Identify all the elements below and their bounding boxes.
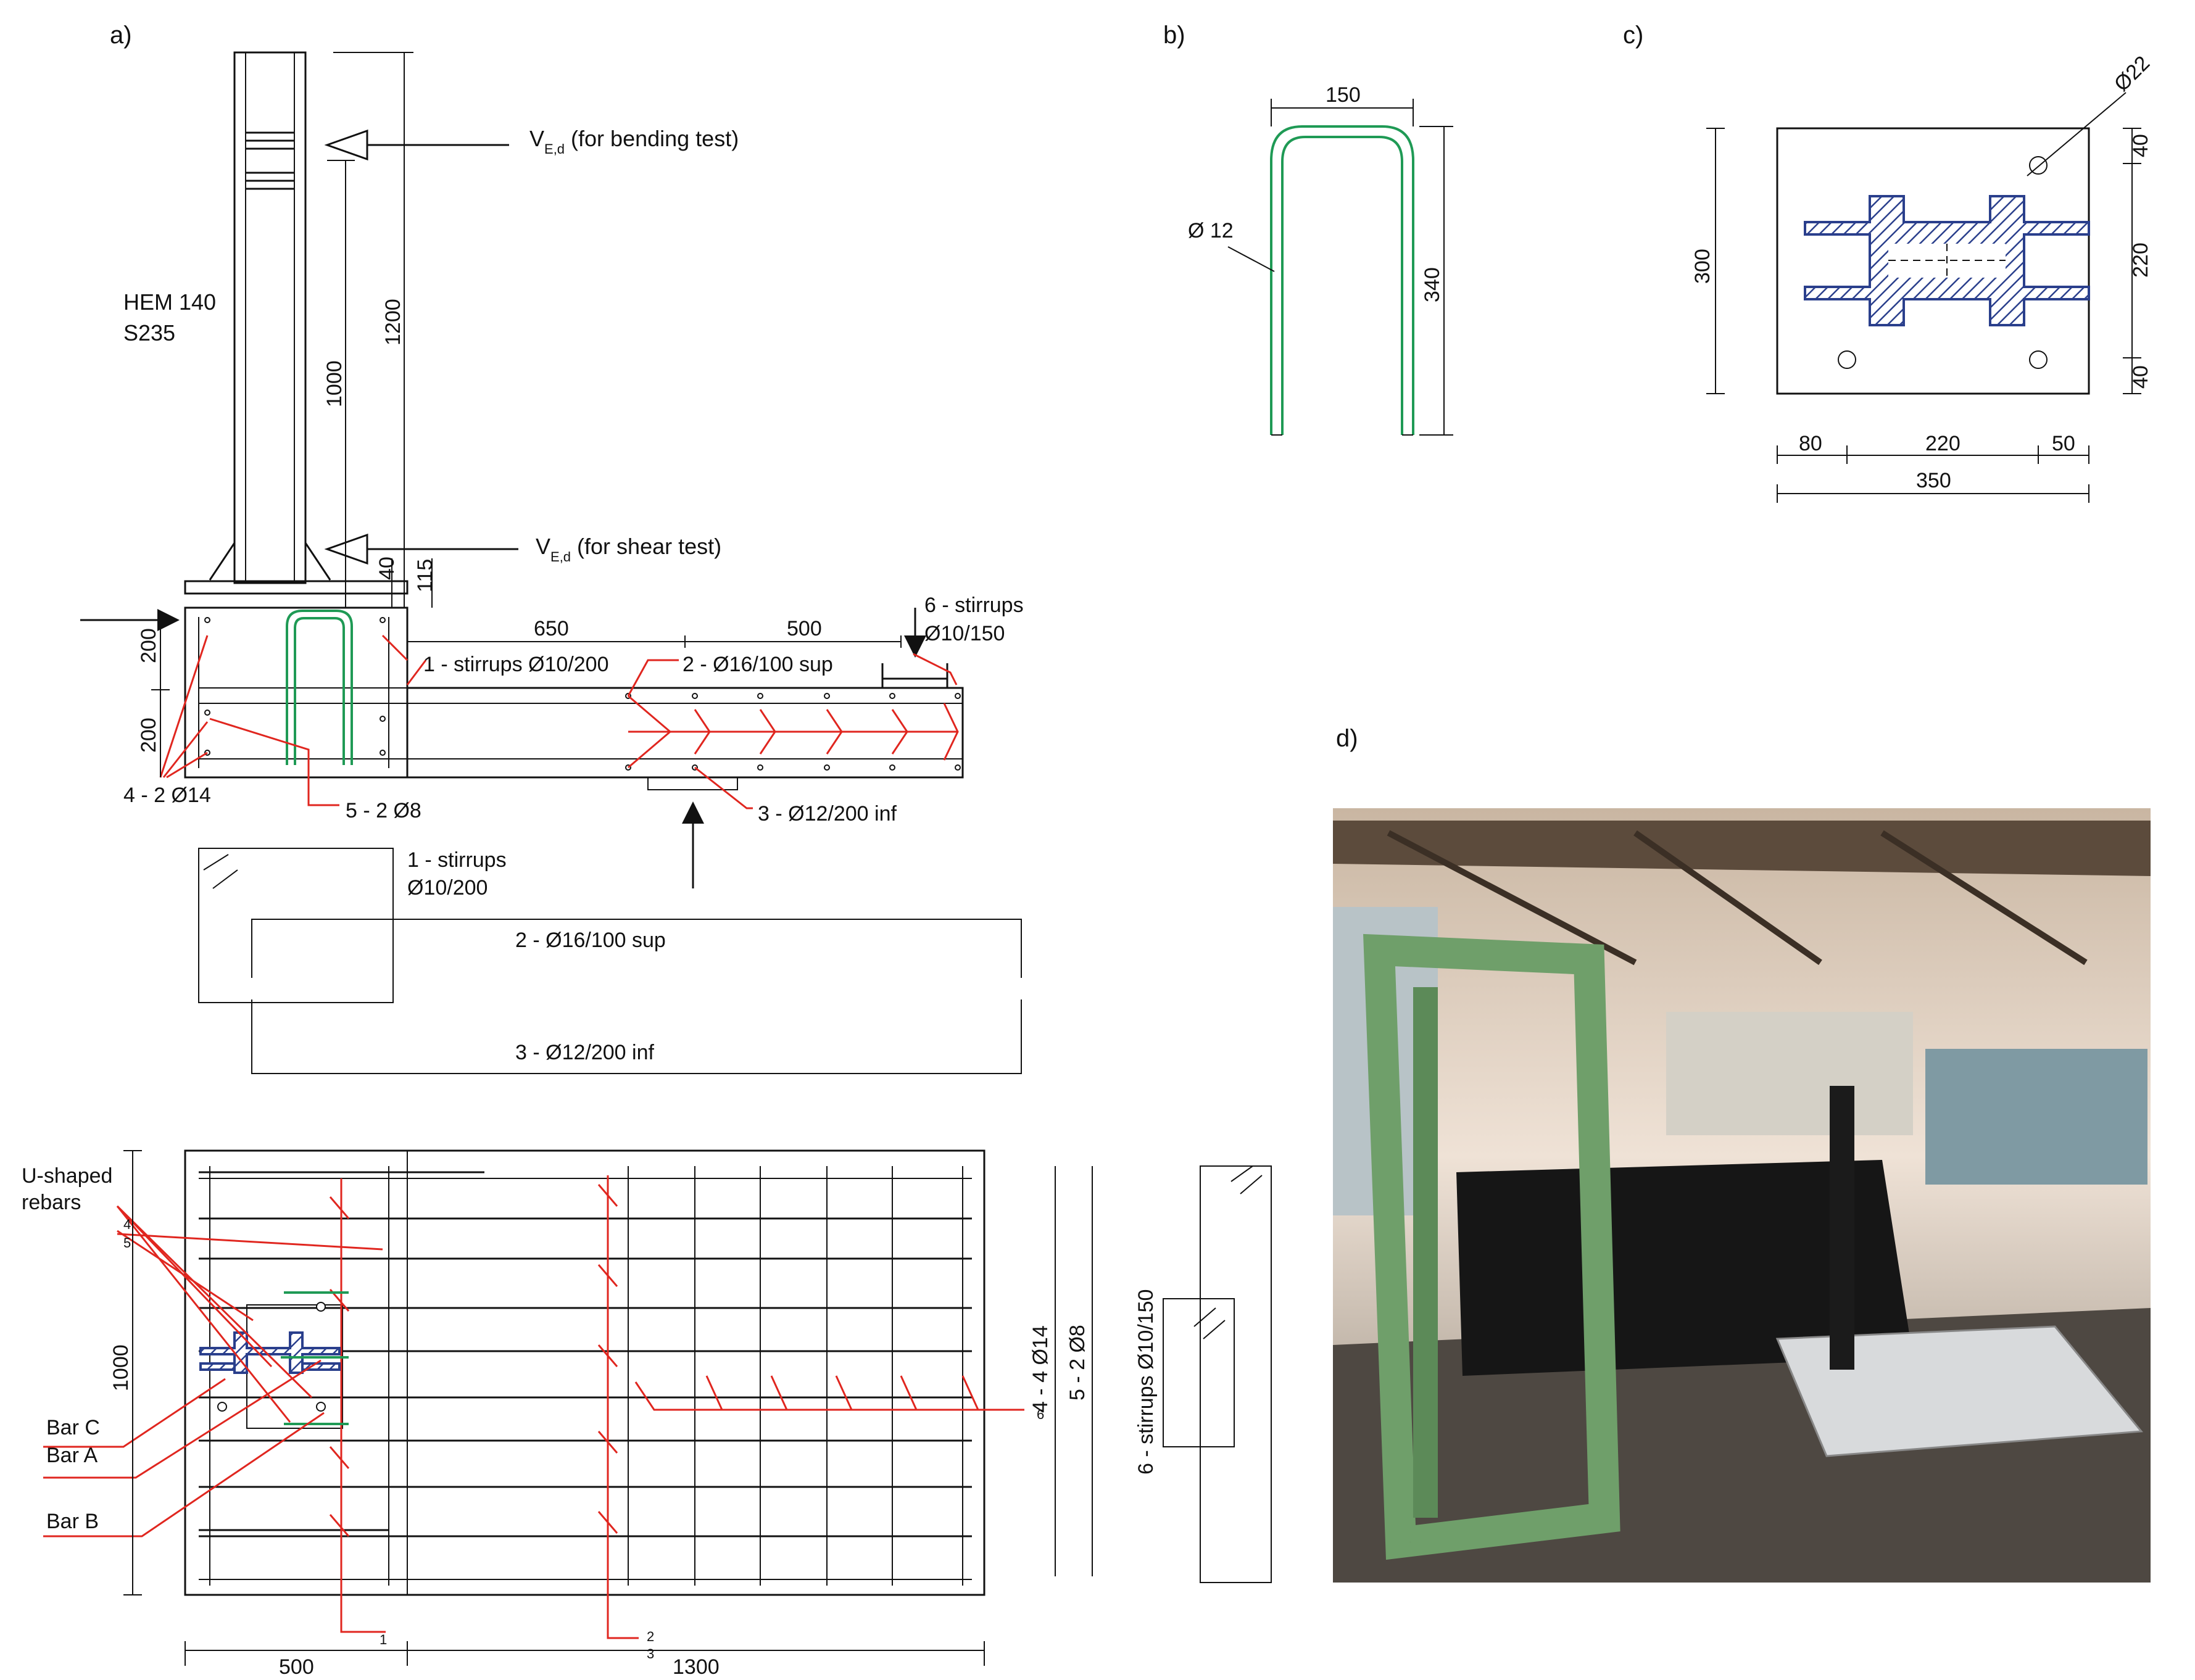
plan-dimensions <box>123 1150 1093 1666</box>
c-dim-220-vertical: 220 <box>2129 242 2152 278</box>
plan-mark-2: 2 <box>647 1629 654 1644</box>
dim-1000: 1000 <box>323 360 346 407</box>
label-stirrups-6-line1: 6 - stirrups <box>924 594 1024 617</box>
height-dimensions <box>327 52 433 608</box>
c-dim-350: 350 <box>1916 469 1951 492</box>
foundation-elevation <box>184 606 964 790</box>
lab-photo <box>1333 808 2151 1583</box>
dim-115: 115 <box>413 559 437 592</box>
shape-bar-3: 3 - Ø12/200 inf <box>515 1041 654 1064</box>
plan-label-4: 4 - 4 Ø14 <box>1029 1325 1052 1413</box>
shape-stirrups-1-line1: 1 - stirrups <box>407 848 507 872</box>
label-bar-3: 3 - Ø12/200 inf <box>758 802 897 826</box>
dim-1200: 1200 <box>381 299 405 346</box>
leader-lines-elevation <box>159 634 958 809</box>
base-plate <box>1706 92 2141 503</box>
panel-label-b: b) <box>1163 22 1185 49</box>
mark-4: 4 <box>123 1217 131 1232</box>
shear-load-arrow <box>324 533 518 565</box>
shape-bar-2: 2 - Ø16/100 sup <box>515 929 666 952</box>
foundation-plan <box>184 1149 985 1596</box>
label-u-shaped-1: U-shaped <box>22 1164 112 1188</box>
beam-dimensions <box>151 611 902 777</box>
plan-dim-1300: 1300 <box>673 1655 720 1679</box>
plan-red-bars <box>329 1175 1024 1639</box>
plan-mark-3: 3 <box>647 1646 654 1661</box>
label-stirrups-6-plan: 6 - stirrups Ø10/150 <box>1134 1289 1158 1475</box>
dim-200-upper: 200 <box>137 628 160 663</box>
b-dim-150: 150 <box>1326 83 1361 107</box>
label-bar-4: 4 - 2 Ø14 <box>123 784 211 807</box>
dim-200-lower: 200 <box>137 718 160 753</box>
shear-load-label: VE,d (for shear test) <box>536 534 721 565</box>
plan-label-5: 5 - 2 Ø8 <box>1066 1325 1089 1401</box>
label-u-shaped-2: rebars <box>22 1191 81 1214</box>
dim-40: 40 <box>375 557 399 580</box>
plan-mark-6: 6 <box>1037 1407 1044 1422</box>
bar-shapes <box>198 848 1022 1074</box>
c-diameter: Ø22 <box>2110 51 2154 96</box>
plan-leaders <box>43 1205 383 1537</box>
label-stirrups-1: 1 - stirrups Ø10/200 <box>423 653 608 676</box>
plan-dim-1000: 1000 <box>109 1344 133 1391</box>
dim-650: 650 <box>534 617 569 640</box>
panel-label-d: d) <box>1336 725 1358 752</box>
profile-grade: S235 <box>123 320 175 346</box>
u-bar-elevation <box>286 610 353 765</box>
plan-mark-1: 1 <box>380 1632 387 1647</box>
panel-label-a: a) <box>110 22 132 49</box>
plan-steel-section <box>199 1291 349 1425</box>
label-bar-c: Bar C <box>46 1416 100 1439</box>
c-dim-40-top: 40 <box>2129 134 2152 157</box>
stirrup-6-shape <box>1163 1165 1272 1583</box>
dim-500-beam: 500 <box>787 617 822 640</box>
b-diameter: Ø 12 <box>1188 219 1234 242</box>
panel-label-c: c) <box>1623 22 1643 49</box>
mark-5: 5 <box>123 1235 131 1251</box>
label-bar-2: 2 - Ø16/100 sup <box>683 653 833 676</box>
c-dim-40-bottom: 40 <box>2129 365 2152 389</box>
column-elevation <box>184 51 409 608</box>
c-dim-50: 50 <box>2052 432 2075 455</box>
plan-dim-500: 500 <box>279 1655 314 1679</box>
u-bar-detail <box>1227 99 1453 436</box>
c-dim-300: 300 <box>1691 249 1714 284</box>
label-stirrups-6-line2: Ø10/150 <box>924 622 1005 645</box>
label-bar-a: Bar A <box>46 1444 98 1467</box>
label-bar-5: 5 - 2 Ø8 <box>346 799 421 822</box>
label-bar-b: Bar B <box>46 1510 99 1533</box>
profile-name: HEM 140 <box>123 289 216 315</box>
c-dim-80: 80 <box>1799 432 1822 455</box>
bending-load-label: VE,d (for bending test) <box>529 126 739 157</box>
stirrups-6-chevrons <box>628 695 959 769</box>
b-dim-340: 340 <box>1421 267 1444 302</box>
c-dim-220-horizontal: 220 <box>1925 432 1961 455</box>
bending-load-arrow <box>324 129 509 161</box>
shape-stirrups-1-line2: Ø10/200 <box>407 876 488 900</box>
